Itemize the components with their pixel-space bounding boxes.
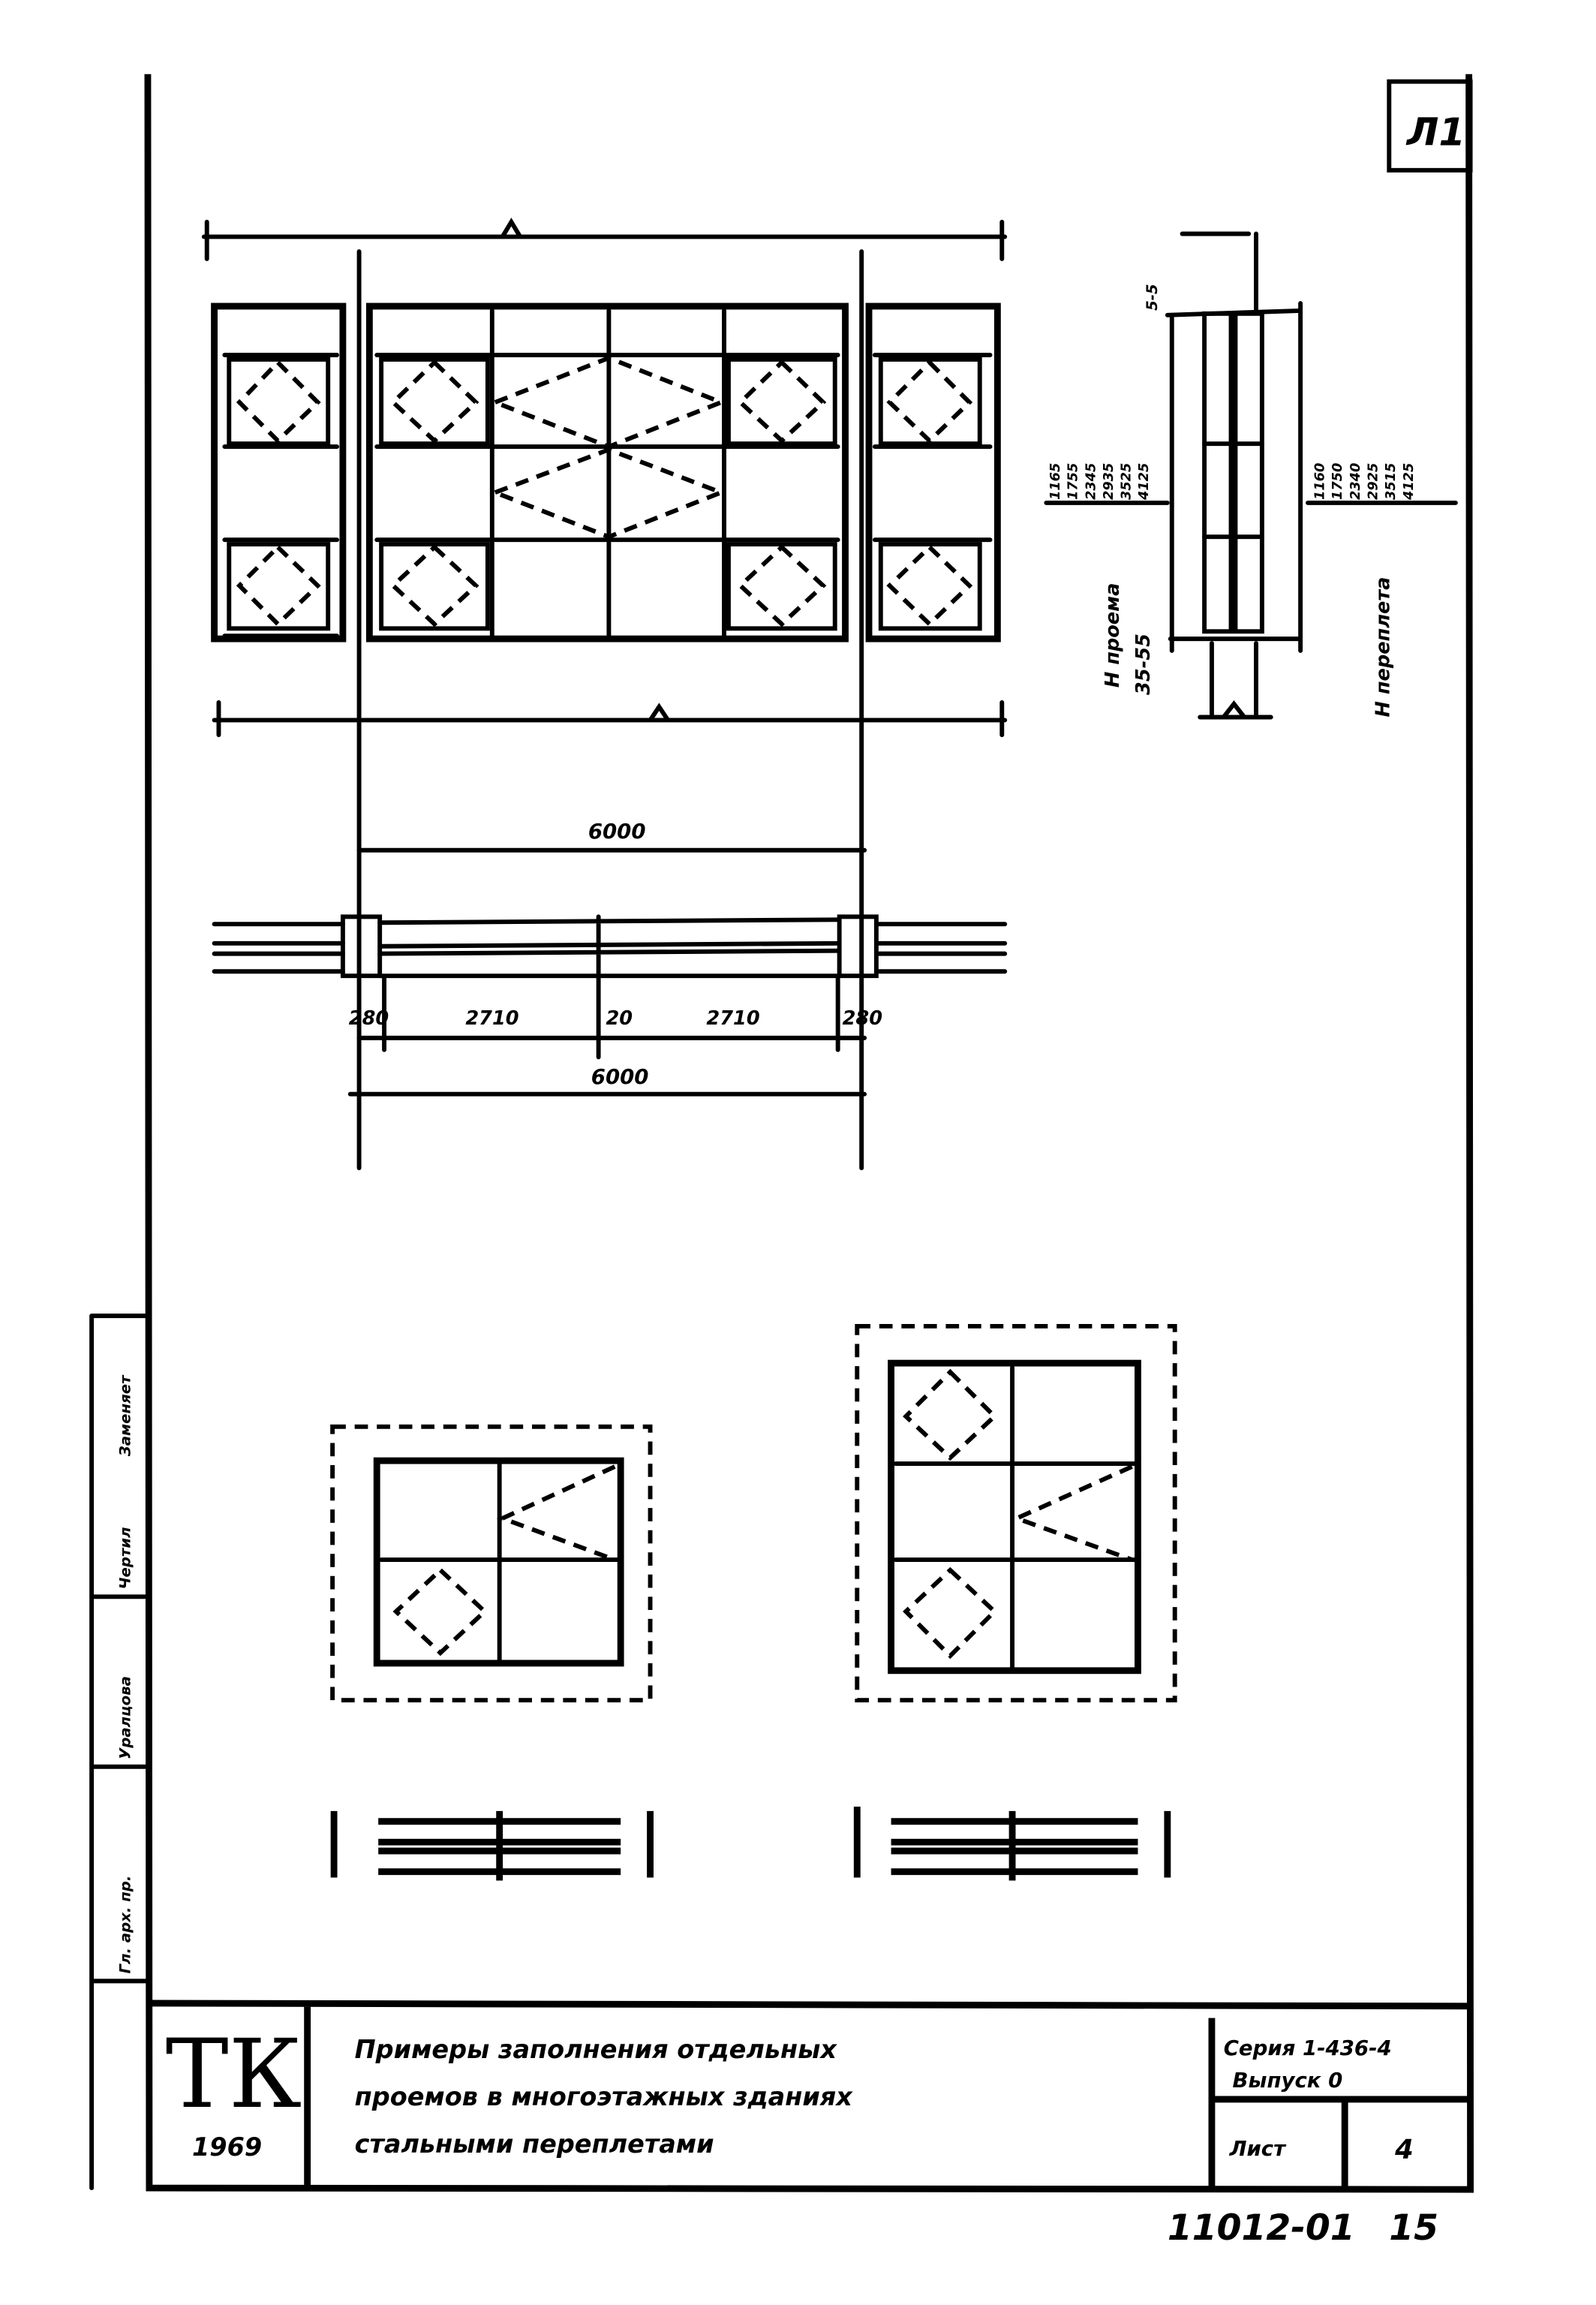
issue: Выпуск 0 bbox=[1233, 2068, 1343, 2093]
left-dim-value: 2345 bbox=[1084, 463, 1099, 500]
right-dim-value: 3515 bbox=[1384, 463, 1399, 500]
series: Серия 1-436-4 bbox=[1224, 2036, 1392, 2060]
side-section: 5-5 1165 1755 2345 2935 3525 4125 H прое… bbox=[1044, 231, 1458, 720]
page-number: 15 bbox=[1389, 2207, 1438, 2249]
right-dim-value: 4125 bbox=[1402, 463, 1417, 501]
stamp-label: Заменяет bbox=[116, 1374, 134, 1457]
plan-segment-dim: 280 bbox=[349, 1007, 389, 1030]
left-dim-value: 3525 bbox=[1120, 463, 1135, 500]
top-offset-dim: 5-5 bbox=[1144, 284, 1161, 311]
plan-segment-dim: 20 bbox=[606, 1007, 633, 1030]
stamp-label: Гл. арх. пр. bbox=[116, 1876, 134, 1974]
small-window-1 bbox=[330, 1424, 654, 1881]
right-dim-value: 1160 bbox=[1313, 463, 1328, 500]
archive-number: 11012-01 bbox=[1168, 2207, 1355, 2249]
stamp-column: Гл. арх. пр. Уралцова Чертил Заменяет bbox=[89, 1313, 150, 2191]
sheet-number: 4 bbox=[1394, 2135, 1414, 2165]
year: 1969 bbox=[192, 2132, 262, 2162]
stamp-label: Уралцова bbox=[116, 1676, 134, 1759]
right-dim-value: 1750 bbox=[1330, 463, 1345, 500]
org-mark: ТК bbox=[166, 2019, 302, 2129]
plan-segment-dim: 2710 bbox=[465, 1007, 518, 1030]
main-elevation bbox=[201, 217, 1008, 1171]
sheet-title-line: стальными переплетами bbox=[355, 2129, 714, 2159]
left-dim-value: 1755 bbox=[1066, 463, 1081, 500]
sheet-corner-mark: Л1 bbox=[1405, 110, 1465, 155]
plan-segment-dim: 2710 bbox=[706, 1007, 759, 1030]
sheet-label: Лист bbox=[1229, 2136, 1288, 2161]
right-dim-value: 2340 bbox=[1348, 463, 1363, 500]
sheet-frame: Л1 bbox=[144, 74, 1474, 2193]
small-window-2 bbox=[853, 1323, 1177, 1881]
right-dim-label: H переплета bbox=[1372, 577, 1394, 718]
left-dim-extra: 35-55 bbox=[1132, 633, 1155, 695]
left-dim-label: H проема bbox=[1102, 583, 1124, 688]
stamp-label: Чертил bbox=[116, 1527, 134, 1589]
right-dim-value: 2925 bbox=[1366, 463, 1381, 500]
left-dim-value: 1165 bbox=[1048, 463, 1063, 500]
plan-overall-top-dim: 6000 bbox=[588, 819, 646, 844]
main-plan: 6000 280 2710 20 2710 280 6000 bbox=[212, 819, 1008, 1097]
sheet-title-line: Примеры заполнения отдельных bbox=[355, 2035, 838, 2064]
plan-segment-dim: 280 bbox=[843, 1007, 882, 1030]
sheet-title-line: проемов в многоэтажных зданиях bbox=[355, 2082, 854, 2111]
title-block: ТК 1969 Примеры заполнения отдельных про… bbox=[147, 2000, 1471, 2189]
plan-overall-bottom-dim: 6000 bbox=[591, 1064, 649, 1089]
left-dim-value: 2935 bbox=[1102, 463, 1117, 500]
left-dim-value: 4125 bbox=[1137, 463, 1152, 501]
